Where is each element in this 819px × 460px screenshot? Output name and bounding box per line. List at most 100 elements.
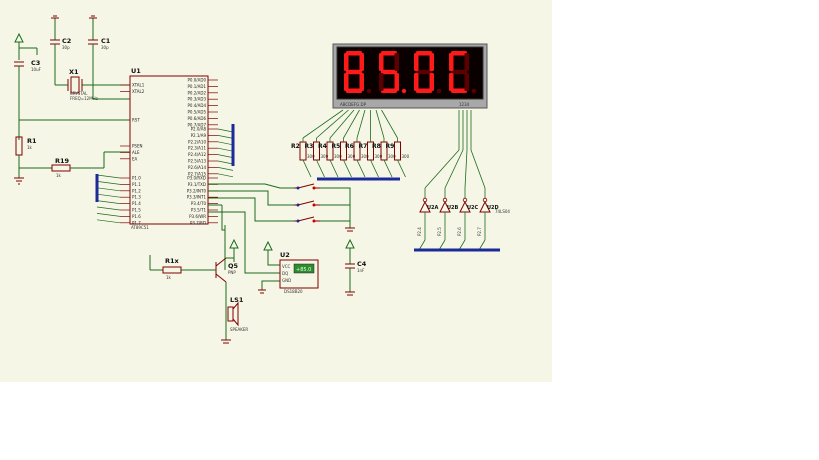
x1-ref: X1	[69, 68, 79, 76]
buffer-ref: U2D	[487, 205, 499, 211]
ls1-ref: LS1	[230, 296, 244, 304]
resistor-r19[interactable]: R19 1k	[19, 151, 130, 178]
r1x-ref: R1x	[165, 257, 180, 265]
segment-g	[451, 69, 467, 75]
resistor-r1x[interactable]: R1x 1k	[149, 255, 216, 280]
switch-1[interactable]	[294, 183, 320, 190]
pin-label: P2.5/A13	[188, 159, 206, 164]
c3-value: 10uF	[31, 67, 42, 72]
segment-e	[414, 73, 419, 91]
segment-f	[379, 53, 384, 71]
switch-3[interactable]	[294, 216, 320, 223]
speaker-ls1[interactable]: LS1 SPEAKER	[221, 296, 248, 344]
capacitor-c3[interactable]: C3 10uF	[14, 42, 42, 140]
capacitor-c4[interactable]: C4 1nF	[345, 238, 367, 296]
pin-label: P0.5/AD5	[188, 110, 207, 115]
schematic-canvas[interactable]: C3 10uF C2 30p C1 30p X1 CRYSTAL FREQ=12…	[0, 0, 552, 382]
r19-ref: R19	[55, 157, 70, 165]
u2-pin-dq: DQ	[282, 271, 288, 276]
resistor-r9[interactable]: R9 300	[381, 109, 410, 178]
resistor-r8[interactable]: R8 300	[372, 109, 396, 178]
pin-label: P2.1/A9	[191, 133, 207, 138]
pin-label: P0.2/AD2	[188, 90, 207, 95]
u2-pin-vcc: VCC	[282, 264, 291, 269]
buffer-pin: P2.5	[437, 227, 442, 236]
pin-label: P1.6	[132, 214, 141, 219]
u1-part: AT89C51	[131, 225, 149, 230]
mcu-port3-pins: P3.0/RXDP3.1/TXDP3.2/INT0P3.3/INT1P3.4/T…	[187, 176, 218, 225]
segment-d	[381, 88, 397, 93]
resistor-ref: R9	[386, 143, 395, 150]
button-switches[interactable]	[208, 183, 355, 232]
segment-e	[379, 73, 384, 91]
mcu-port1-pins: P1.0P1.1P1.2P1.3P1.4P1.5P1.6P1.7	[96, 174, 141, 225]
segment-f	[449, 53, 454, 71]
x1-freq: FREQ=12MHz	[70, 96, 98, 101]
display-digit	[344, 51, 372, 94]
segment-b	[429, 53, 434, 71]
seven-segment-display[interactable]: ABCDEFG DP 1234	[332, 43, 488, 109]
transistor-q5[interactable]: Q5 PNP	[208, 204, 239, 300]
pin-label: P3.0/RXD	[187, 176, 206, 181]
c1-value: 30p	[101, 45, 109, 50]
resistor-ref: R3	[305, 143, 314, 150]
pin-label: P2.3/A11	[188, 146, 206, 151]
pin-label: P3.4/T0	[191, 201, 207, 206]
pin-label: P1.2	[132, 188, 141, 193]
resistor-value: 300	[307, 154, 315, 159]
switch-2[interactable]	[294, 200, 320, 207]
capacitor-c2[interactable]: C2 30p	[50, 32, 71, 85]
pin-label: P1.7	[132, 220, 141, 225]
pin-label: P1.3	[132, 195, 141, 200]
segment-dp	[436, 88, 442, 94]
display-digit-label: 1234	[459, 102, 470, 107]
segment-d	[451, 88, 467, 93]
buffer-u2b[interactable]: U2B P2.5	[437, 110, 464, 251]
c1-ref: C1	[101, 37, 111, 45]
resistor-value: 300	[388, 154, 396, 159]
buffer-part: 74LS04	[495, 209, 510, 214]
buffer-ref: U2A	[427, 205, 439, 211]
power-ground-symbols	[14, 15, 97, 43]
pin-label: P0.4/AD4	[188, 103, 207, 108]
buffer-ref: U2B	[447, 205, 459, 211]
resistor-r1[interactable]: R1 1k	[14, 119, 130, 185]
resistor-r3[interactable]: R3 300	[305, 109, 349, 178]
pin-label: P2.7/A15	[188, 171, 206, 176]
pin-label: P3.7/RD	[190, 220, 206, 225]
q5-ref: Q5	[228, 262, 239, 270]
c2-value: 30p	[62, 45, 70, 50]
display-digit	[449, 51, 477, 94]
resistor-value: 300	[361, 154, 369, 159]
buffer-pin: P2.6	[457, 227, 462, 236]
pin-label: P2.2/A10	[188, 139, 206, 144]
c2-ref: C2	[62, 37, 71, 45]
resistor-ref: R8	[372, 143, 381, 150]
pin-label: P3.1/TXD	[188, 182, 206, 187]
segment-a	[346, 51, 362, 56]
sensor-u2[interactable]: U2 VCC DQ GND +85.0 DS18B20	[208, 211, 319, 294]
c4-ref: C4	[357, 260, 367, 268]
segment-f	[344, 53, 349, 71]
capacitor-c1[interactable]: C1 30p	[88, 32, 111, 85]
segment-b	[394, 53, 399, 71]
segment-d	[416, 88, 432, 93]
pin-label: P0.6/AD6	[188, 116, 207, 121]
resistor-value: 300	[321, 154, 329, 159]
pin-label: P0.7/AD7	[188, 122, 207, 127]
pin-label: RST	[132, 118, 140, 123]
display-digit	[379, 51, 407, 94]
